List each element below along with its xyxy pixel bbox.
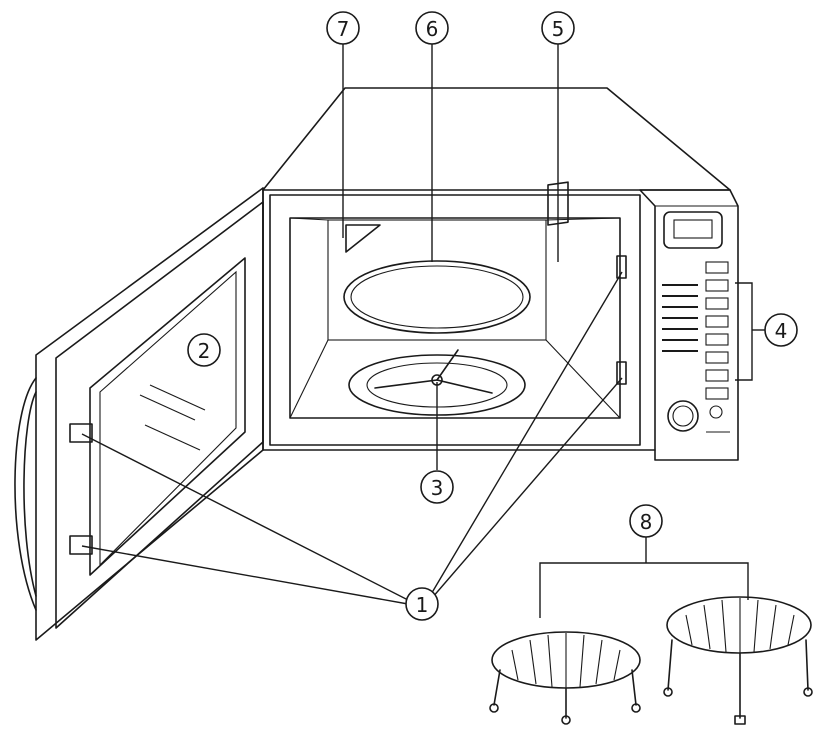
callout-4: 4 (764, 313, 798, 347)
callout-7: 7 (326, 11, 360, 45)
control-dial (667, 400, 699, 432)
cabinet-top (262, 87, 731, 191)
callout-6: 6 (415, 11, 449, 45)
callout-8: 8 (629, 504, 663, 538)
control-buttons (662, 261, 729, 400)
callout-3: 3 (420, 470, 454, 504)
callout-4-label: 4 (775, 319, 788, 343)
callout-1-label: 1 (416, 593, 429, 617)
callout-7-label: 7 (337, 17, 350, 41)
glass-tray (343, 260, 531, 334)
door-latch-upper (69, 423, 93, 443)
display-window (663, 211, 723, 249)
latch-hole-lower (616, 361, 627, 385)
control-panel (639, 189, 739, 461)
oven-cavity (289, 181, 627, 419)
callout-2: 2 (187, 333, 221, 367)
callout-8-label: 8 (640, 510, 653, 534)
coupler (374, 349, 493, 394)
low-rack (489, 631, 641, 725)
light-window (345, 224, 381, 253)
door-latch-lower (69, 535, 93, 555)
leader-lines (81, 44, 765, 618)
latch-hole-upper (616, 255, 627, 279)
door-handle (14, 377, 37, 611)
callout-3-label: 3 (431, 476, 444, 500)
callout-5-label: 5 (552, 17, 565, 41)
door (14, 187, 264, 641)
callout-6-label: 6 (426, 17, 439, 41)
callout-5: 5 (541, 11, 575, 45)
callout-1: 1 (405, 587, 439, 621)
callout-2-label: 2 (198, 339, 211, 363)
high-rack (663, 596, 813, 725)
